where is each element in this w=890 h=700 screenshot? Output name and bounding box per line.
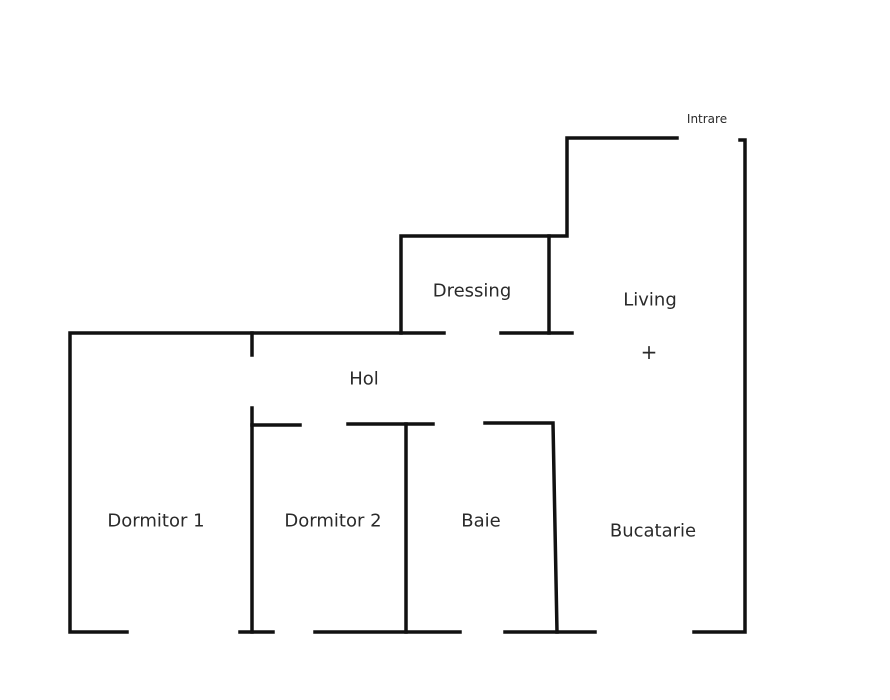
room-label-hol: Hol [349,368,379,390]
room-label-living: Living [623,289,677,311]
room-label-dressing: Dressing [432,280,512,302]
plus-marker-icon: + [640,340,658,364]
room-label-dormitor-1: Dormitor 1 [107,510,205,532]
room-label-bucatarie: Bucatarie [609,520,697,542]
room-label-intrare: Intrare [686,112,728,126]
room-label-baie: Baie [461,510,501,532]
wall-top-upper [399,136,679,335]
wall-entrance-right [692,138,747,634]
room-label-dormitor-2: Dormitor 2 [284,510,382,532]
